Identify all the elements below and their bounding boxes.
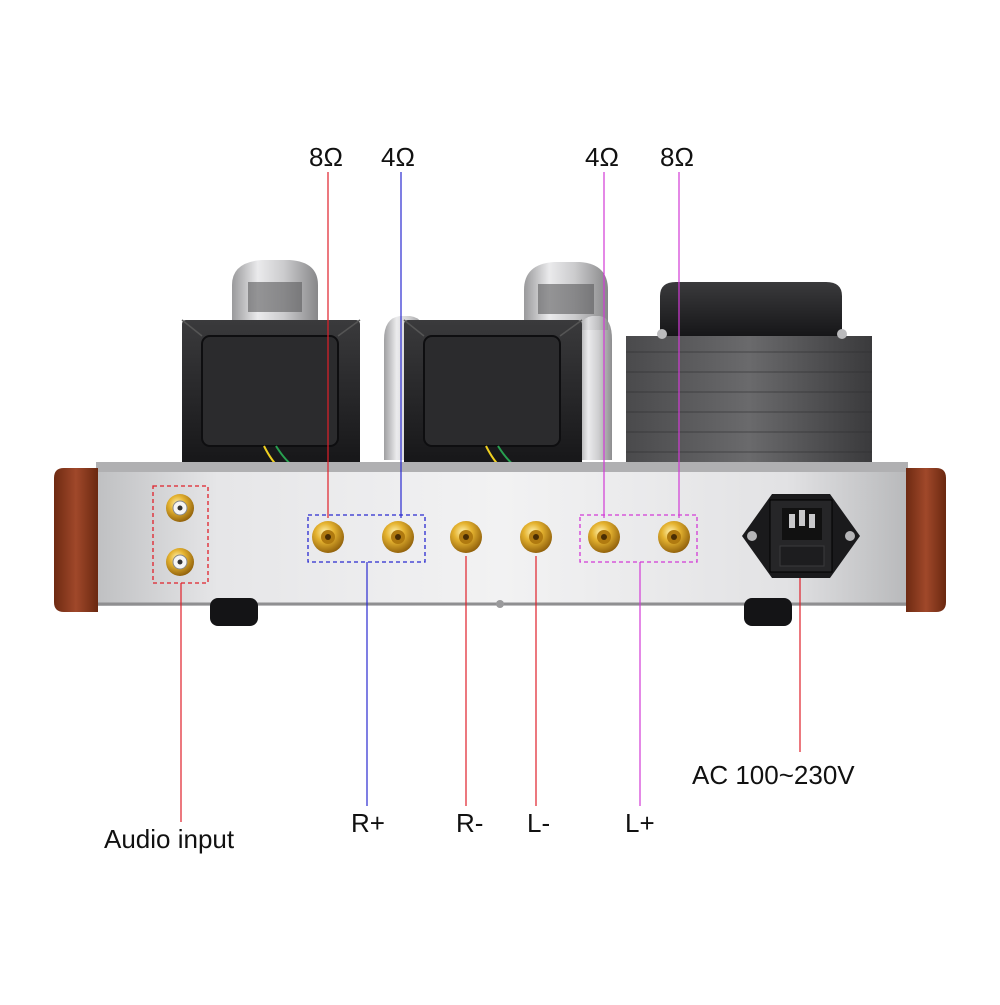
label-l-plus: L+ <box>625 808 655 838</box>
foot-left <box>210 598 258 626</box>
wood-side-right <box>906 468 946 612</box>
label-l-4ohm: 4Ω <box>585 142 619 172</box>
iec-power-socket-icon[interactable] <box>742 494 860 578</box>
vacuum-tube-icon <box>578 316 612 460</box>
label-r-4ohm: 4Ω <box>381 142 415 172</box>
transformer-icon <box>181 319 361 469</box>
vacuum-tube-icon <box>524 262 608 330</box>
label-l-minus: L- <box>527 808 551 838</box>
binding-post-icon-r8[interactable] <box>312 521 344 553</box>
vacuum-tube-icon <box>232 260 318 330</box>
right-channel-taps-box <box>307 514 426 563</box>
label-audio-input: Audio input <box>104 824 235 854</box>
binding-post-icon-r4[interactable] <box>382 521 414 553</box>
binding-post-icon-l8[interactable] <box>658 521 690 553</box>
binding-post-icon-l-minus[interactable] <box>520 521 552 553</box>
binding-post-icon-l4[interactable] <box>588 521 620 553</box>
left-channel-taps-box <box>579 514 698 563</box>
rca-jack-icon[interactable] <box>166 548 194 576</box>
rca-jack-icon[interactable] <box>166 494 194 522</box>
foot-right <box>744 598 792 626</box>
power-transformer-icon <box>626 282 872 470</box>
binding-post-icon-r-minus[interactable] <box>450 521 482 553</box>
transformer-icon <box>403 319 583 469</box>
wood-side-left <box>54 468 98 612</box>
audio-input-highlight-box <box>152 485 209 584</box>
label-r-minus: R- <box>456 808 484 838</box>
chassis-top-edge <box>96 462 908 474</box>
label-l-8ohm: 8Ω <box>660 142 694 172</box>
label-ac-power: AC 100~230V <box>692 760 855 790</box>
label-r-8ohm: 8Ω <box>309 142 343 172</box>
label-r-plus: R+ <box>351 808 385 838</box>
